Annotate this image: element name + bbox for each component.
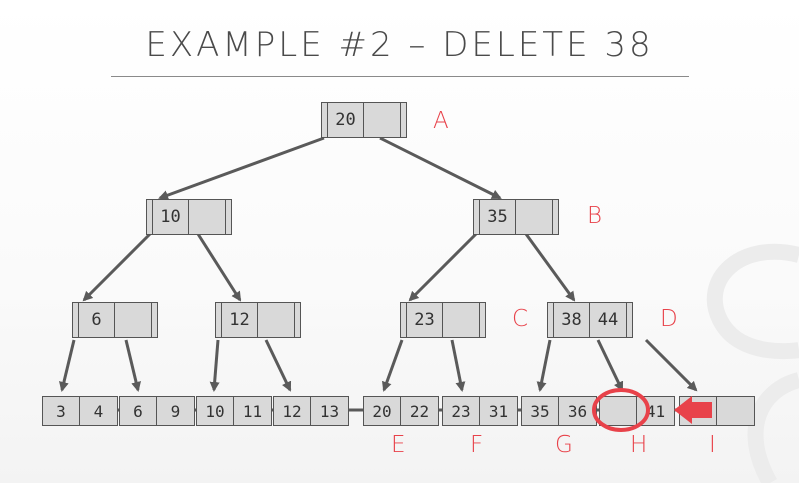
edge-c-right: [450, 339, 466, 392]
leaf-node: 6 9: [119, 396, 195, 426]
leaf-key: [600, 397, 637, 425]
node-10: 10: [146, 199, 232, 235]
node-a: 20: [321, 102, 407, 138]
node-d-key-1: 38: [554, 303, 590, 337]
leaf-key: 10: [197, 397, 234, 425]
leaf-key: 31: [488, 401, 509, 421]
node-b: 35: [473, 199, 559, 235]
node-12-key-1: 12: [222, 303, 258, 337]
edge-10-right: [196, 233, 242, 302]
node-c-key-1: 23: [407, 303, 443, 337]
leaf-node-e: 20 22: [363, 396, 439, 426]
leaf-key: 36: [567, 401, 588, 421]
edge-b-left: [408, 232, 478, 302]
label-b: B: [587, 203, 603, 229]
label-i: I: [709, 432, 716, 458]
leaf-key: 22: [409, 401, 430, 421]
node-d: 38 44: [547, 302, 633, 338]
leaf-node: 10 11: [196, 396, 272, 426]
edge-b-right: [524, 233, 576, 302]
edge-10-left: [82, 232, 152, 302]
label-f: F: [470, 432, 484, 458]
label-g: G: [555, 432, 573, 458]
node-b-key-1: 35: [480, 200, 516, 234]
node-d-key-2: 44: [597, 310, 619, 330]
leaf-key: 6: [120, 397, 157, 425]
leaf-node: 3 4: [42, 396, 118, 426]
leaf-node: 12 13: [273, 396, 349, 426]
leaf-node-g: 35 36: [521, 396, 597, 426]
edge-c-left: [382, 339, 404, 392]
leaf-key: 4: [93, 401, 104, 421]
deleted-slot-circle-icon: [592, 388, 650, 432]
label-h: H: [630, 432, 648, 458]
edge-12-left: [209, 339, 220, 392]
node-12: 12: [215, 302, 301, 338]
edge-12-right: [264, 339, 292, 392]
merge-arrow-icon: [674, 396, 712, 424]
leaf-key: [680, 397, 717, 425]
page-title: EXAMPLE #2 – DELETE 38: [145, 25, 654, 65]
edge-6-right: [124, 339, 141, 392]
node-10-key-1: 10: [153, 200, 189, 234]
node-c: 23: [400, 302, 486, 338]
label-a: A: [433, 108, 449, 134]
label-e: E: [391, 432, 406, 458]
label-d: D: [660, 306, 678, 332]
edge-a-left: [158, 136, 325, 200]
leaf-key: 23: [443, 397, 480, 425]
leaf-key: 3: [43, 397, 80, 425]
leaf-key: 35: [522, 397, 559, 425]
node-6-key-1: 6: [79, 303, 115, 337]
edge-d-1: [536, 339, 552, 392]
title-divider: [111, 76, 689, 77]
edge-a-right: [379, 136, 502, 200]
leaf-key: 41: [645, 401, 666, 421]
leaf-node-f: 23 31: [442, 396, 518, 426]
edge-d-2: [596, 339, 624, 392]
leaf-key: 20: [364, 397, 401, 425]
leaf-key: 13: [319, 401, 340, 421]
leaf-key: 12: [274, 397, 311, 425]
node-6: 6: [72, 302, 158, 338]
edge-6-left: [59, 339, 76, 392]
edge-d-3: [644, 338, 698, 392]
leaf-key: 11: [242, 401, 263, 421]
label-c: C: [512, 306, 529, 332]
node-a-key-1: 20: [328, 103, 364, 137]
leaf-key: 9: [170, 401, 181, 421]
